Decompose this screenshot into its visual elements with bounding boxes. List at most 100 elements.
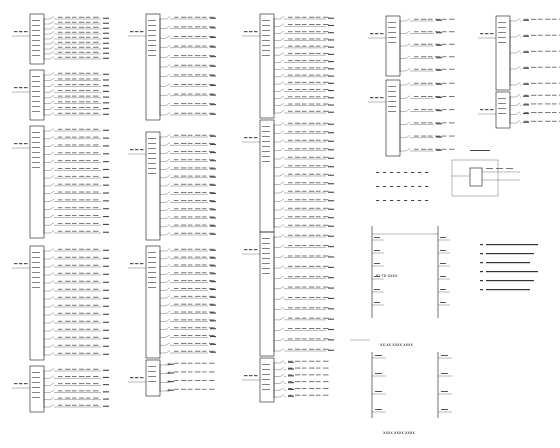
- circuit-text: [195, 55, 201, 57]
- circuit-text: [202, 200, 207, 202]
- circuit-text: [58, 56, 63, 58]
- breaker-symbol: [279, 367, 285, 370]
- breaker-symbol: [405, 95, 411, 99]
- breaker-symbol: [49, 51, 55, 55]
- circuit-text: [302, 307, 307, 309]
- circuit-text: [288, 199, 293, 201]
- circuit-text: [323, 394, 329, 396]
- load-label: [103, 321, 109, 323]
- breaker-symbol: [165, 279, 171, 283]
- circuit-text: [181, 342, 187, 344]
- circuit-text: [181, 151, 187, 153]
- circuit-text: [195, 232, 201, 234]
- panel-text: [148, 262, 156, 263]
- breaker-symbol: [165, 199, 171, 203]
- circuit-text: [449, 109, 455, 111]
- panel-enclosure: [29, 13, 45, 65]
- load-label: [328, 90, 334, 92]
- panel-col3-b: [242, 119, 334, 233]
- circuit-text: [174, 264, 179, 266]
- circuit-text: [58, 336, 63, 338]
- feeder-text: [24, 143, 28, 145]
- circuit-text: [195, 335, 201, 337]
- breaker-symbol: [49, 397, 55, 400]
- load-label: [103, 257, 109, 259]
- panel-text: [262, 35, 270, 36]
- circuit-text: [323, 388, 329, 389]
- breaker-symbol: [49, 304, 55, 308]
- circuit-text: [288, 381, 293, 383]
- circuit-text: [302, 234, 307, 236]
- breaker-symbol: [515, 103, 521, 106]
- riser-branch-text: [440, 302, 446, 303]
- panel-text: [32, 111, 40, 112]
- circuit-text: [302, 16, 307, 18]
- circuit-text: [181, 26, 187, 28]
- load-label: [436, 96, 442, 98]
- circuit-text: [545, 66, 551, 68]
- breaker-symbol: [49, 128, 55, 132]
- panel-text: [262, 379, 270, 380]
- breaker-symbol: [165, 112, 171, 116]
- circuit-text: [79, 31, 85, 33]
- load-label: [210, 184, 216, 186]
- circuit-text: [309, 24, 315, 25]
- breaker-symbol: [165, 311, 171, 314]
- circuit-text: [65, 272, 71, 274]
- breaker-symbol: [279, 275, 285, 279]
- breaker-symbol: [49, 16, 55, 20]
- circuit-text: [86, 280, 91, 282]
- circuit-text: [295, 89, 301, 91]
- feeder-text: [24, 87, 28, 89]
- circuit-text: [316, 328, 321, 329]
- circuit-text: [79, 390, 85, 392]
- circuit-text: [79, 78, 85, 80]
- circuit-text: [58, 46, 63, 48]
- circuit-text: [181, 134, 187, 136]
- circuit-text: [86, 222, 91, 224]
- circuit-text: [288, 131, 293, 133]
- circuit-text: [188, 248, 193, 250]
- panel-text: [148, 287, 156, 288]
- panel-text: [148, 257, 156, 258]
- circuit-text: [174, 200, 179, 202]
- panel-text: [388, 106, 396, 107]
- circuit-text: [93, 304, 99, 306]
- circuit-text: [86, 175, 91, 177]
- circuit-text: [79, 207, 85, 209]
- circuit-text: [323, 24, 329, 25]
- circuit-text: [288, 216, 293, 218]
- circuit-text: [309, 110, 315, 112]
- circuit-text: [288, 276, 293, 278]
- circuit-text: [552, 66, 557, 68]
- lower-riser-text: [441, 355, 448, 356]
- breaker-symbol: [165, 45, 171, 48]
- circuit-text: [545, 112, 551, 114]
- circuit-text: [316, 38, 321, 40]
- panel-text: [32, 76, 40, 77]
- circuit-text: [538, 18, 543, 20]
- circuit-text: [93, 26, 99, 28]
- breaker-symbol: [49, 100, 55, 104]
- feeder-text: [249, 375, 253, 377]
- circuit-text: [86, 152, 91, 154]
- circuit-text: [79, 152, 85, 154]
- riser-mark: [425, 186, 429, 187]
- circuit-text: [316, 360, 321, 362]
- circuit-text: [79, 36, 85, 38]
- circuit-text: [288, 81, 293, 83]
- load-label: [328, 61, 334, 63]
- circuit-text: [93, 376, 99, 377]
- circuit-text: [181, 350, 187, 352]
- circuit-text: [65, 112, 71, 114]
- circuit-text: [188, 84, 193, 85]
- panel-text: [262, 248, 270, 249]
- panel-text: [498, 32, 506, 33]
- circuit-text: [209, 380, 215, 382]
- circuit-text: [302, 367, 307, 369]
- circuit-text: [181, 103, 187, 105]
- load-label: [523, 95, 529, 97]
- circuit-text: [79, 320, 85, 322]
- circuit-text: [449, 122, 455, 124]
- feeder-text: [490, 109, 494, 111]
